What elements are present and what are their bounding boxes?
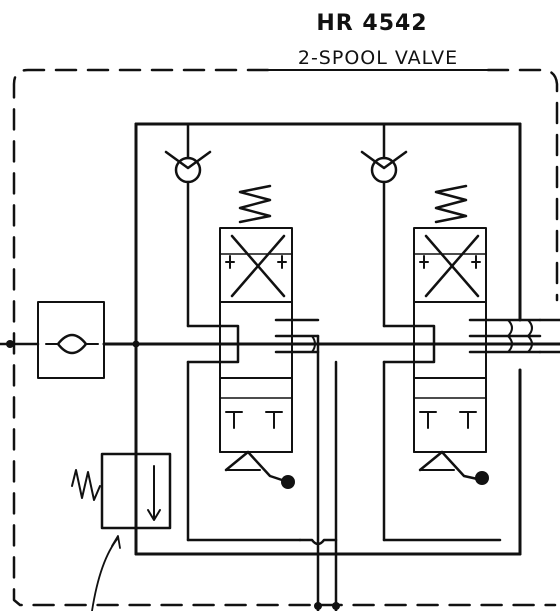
pressure-junction-dot (132, 340, 140, 348)
part-number-title: HR 4542 (316, 11, 427, 36)
relief-valve-symbol (71, 452, 172, 611)
valve-boundary-dashed (12, 68, 557, 607)
pump-symbol (37, 301, 105, 379)
crossover-lines (311, 318, 560, 611)
relief-spring-icon (71, 469, 101, 501)
valve-description-title: 2-SPOOL VALVE (298, 47, 458, 69)
return-crossover (298, 538, 338, 546)
spool-2-lever-knob (475, 471, 489, 485)
check-valve-left (164, 122, 212, 328)
outlet-port-dot-2 (332, 602, 340, 610)
spool-valve-2 (382, 184, 542, 542)
spool-1-spring-icon (238, 184, 272, 224)
outlet-port-dot-1 (314, 602, 322, 610)
inlet-port-dot (6, 340, 14, 348)
check-valve-right (360, 122, 408, 328)
spool-1-lever-knob (281, 475, 295, 489)
leader-arrow (91, 537, 119, 611)
valve-boundary-dashed-right (486, 68, 559, 302)
spool-2-spring-icon (434, 184, 468, 224)
spool-valve-1 (186, 184, 320, 542)
